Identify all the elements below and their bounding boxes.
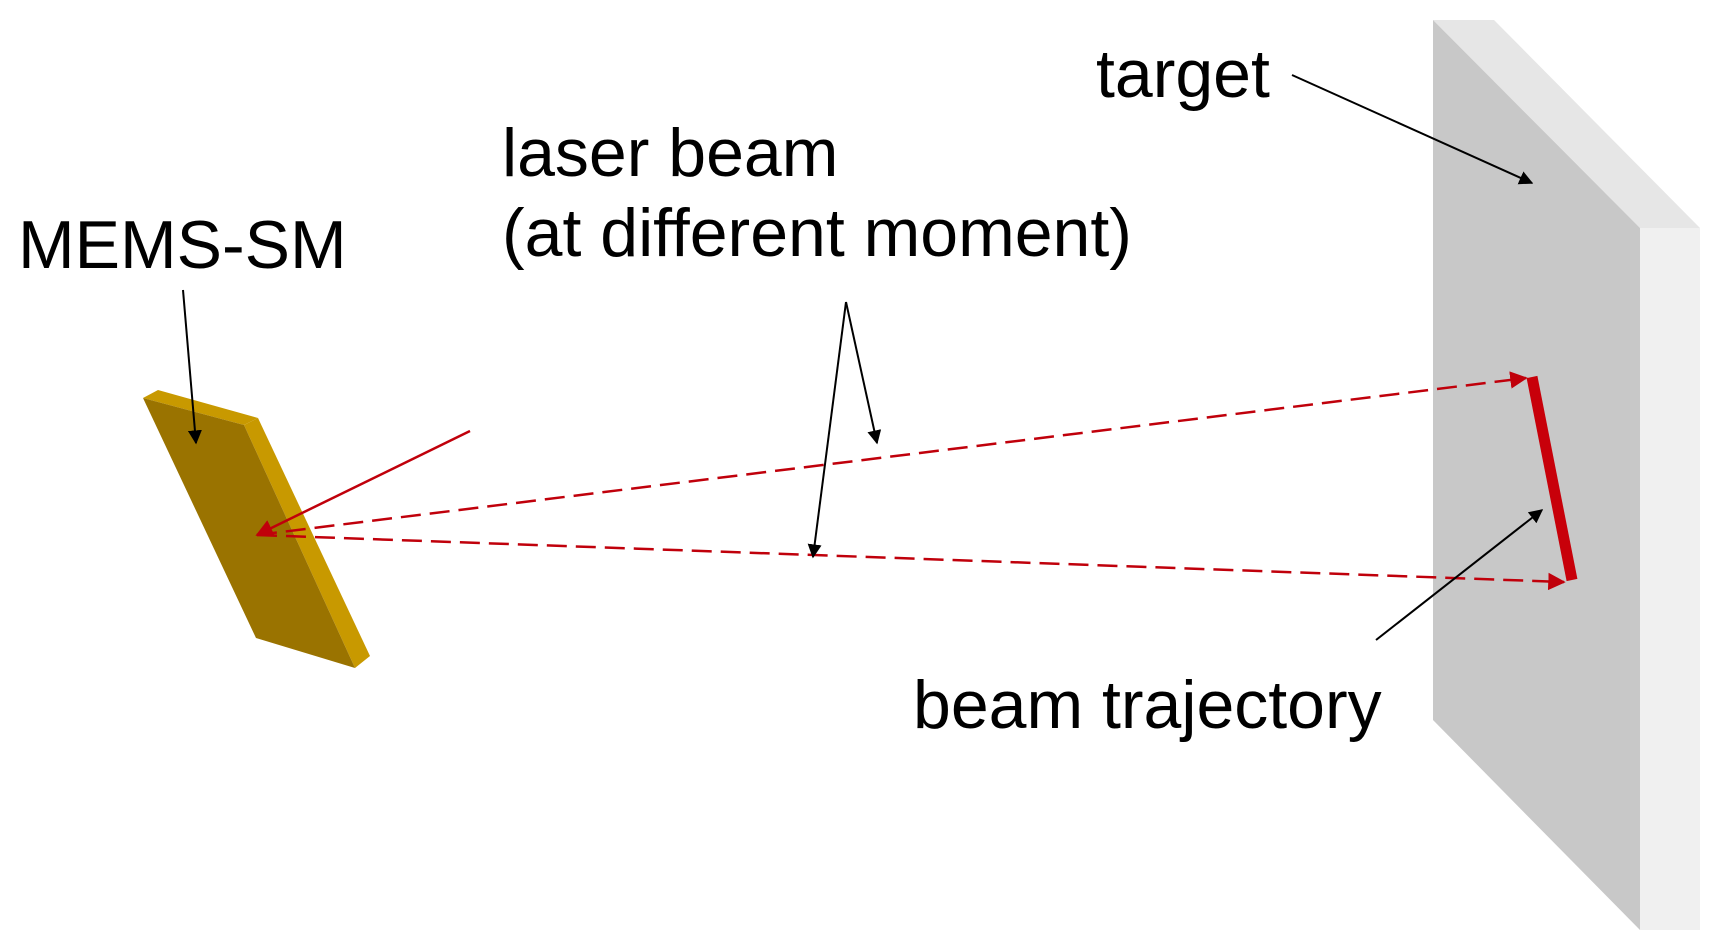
- pointer-target: [1291, 74, 1534, 185]
- mems-label: MEMS-SM: [18, 207, 347, 283]
- beam-trajectory-line: [1526, 375, 1578, 582]
- target-panel: [1433, 20, 1700, 930]
- pointer-laser-lower: [807, 301, 847, 559]
- pointer-mems: [182, 289, 202, 445]
- reflected-beam-upper: [256, 371, 1528, 537]
- mirror-side-edge: [244, 418, 370, 668]
- reflected-beam-lower: [256, 533, 1566, 591]
- laser-beam-label-line2: (at different moment): [502, 195, 1132, 271]
- mems-mirror: [143, 390, 370, 668]
- target-top-edge: [1433, 20, 1700, 228]
- target-label: target: [1096, 36, 1270, 112]
- pointer-laser-upper: [845, 301, 882, 445]
- target-face: [1433, 20, 1640, 930]
- incoming-laser-beam: [255, 429, 471, 537]
- mirror-face: [143, 398, 355, 668]
- mirror-top-edge: [143, 390, 258, 425]
- laser-beam-label-line1: laser beam: [502, 115, 838, 191]
- pointer-trajectory: [1375, 509, 1544, 641]
- beam-trajectory-label: beam trajectory: [913, 667, 1382, 743]
- target-side: [1640, 228, 1700, 930]
